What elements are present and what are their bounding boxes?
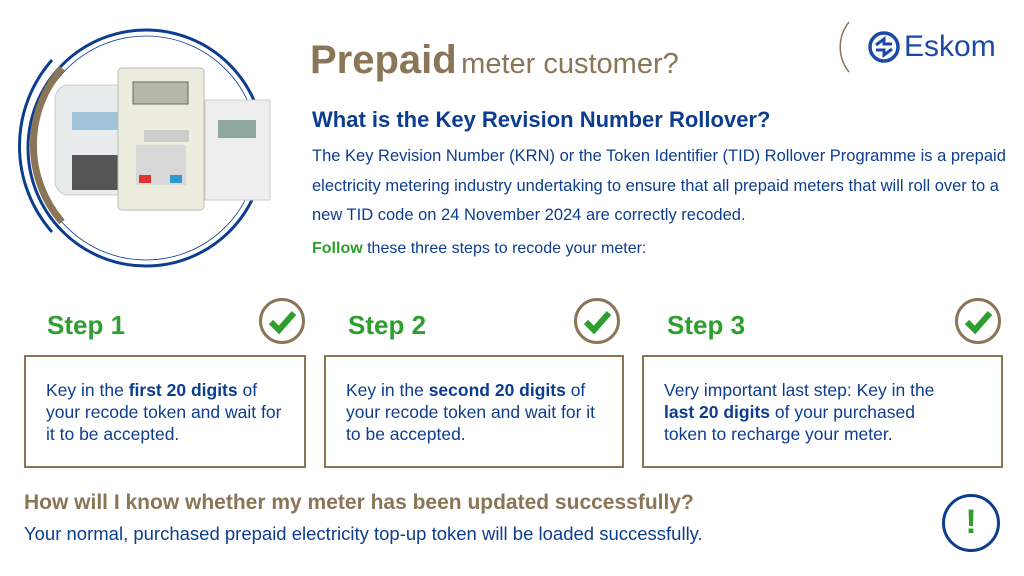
check-icon	[955, 298, 1001, 344]
step-text: Key in the	[346, 380, 429, 400]
follow-instruction: Follow these three steps to recode your …	[312, 240, 646, 258]
step-text: Very important last step: Key in the	[664, 380, 935, 400]
step-3-box: Very important last step: Key in the las…	[642, 355, 1003, 468]
step-text: of your purchased token to recharge your…	[664, 402, 915, 444]
follow-rest: these three steps to recode your meter:	[362, 240, 647, 257]
follow-bold: Follow	[312, 240, 363, 257]
logo-bracket	[839, 21, 850, 73]
section-heading: What is the Key Revision Number Rollover…	[312, 107, 771, 132]
faq-question: How will I know whether my meter has bee…	[24, 491, 694, 514]
page-title: Prepaid meter customer?	[310, 38, 679, 83]
meter-illustration	[17, 28, 271, 268]
step-highlight: last 20 digits	[664, 402, 771, 422]
step-2-title: Step 2	[348, 310, 427, 340]
step-1-box: Key in the first 20 digits of your recod…	[24, 355, 306, 468]
logo-text: Eskom	[904, 30, 996, 63]
check-icon	[259, 298, 305, 344]
eskom-logo: Eskom	[868, 30, 996, 64]
title-bold: Prepaid	[310, 38, 457, 82]
step-text: of your recode token and wait for it to …	[46, 380, 282, 444]
eskom-emblem-icon	[868, 31, 900, 63]
intro-paragraph: The Key Revision Number (KRN) or the Tok…	[312, 147, 1006, 224]
step-3-title: Step 3	[667, 310, 746, 340]
faq-answer: Your normal, purchased prepaid electrici…	[24, 523, 703, 544]
step-text: of your recode token and wait for it to …	[346, 380, 596, 444]
step-1-title: Step 1	[47, 310, 126, 340]
step-2-box: Key in the second 20 digits of your reco…	[324, 355, 624, 468]
step-highlight: second 20 digits	[428, 380, 566, 400]
title-rest: meter customer?	[461, 48, 679, 80]
exclamation-icon: !	[942, 494, 1000, 552]
check-icon	[574, 298, 620, 344]
step-highlight: first 20 digits	[128, 380, 238, 400]
step-text: Key in the	[46, 380, 129, 400]
